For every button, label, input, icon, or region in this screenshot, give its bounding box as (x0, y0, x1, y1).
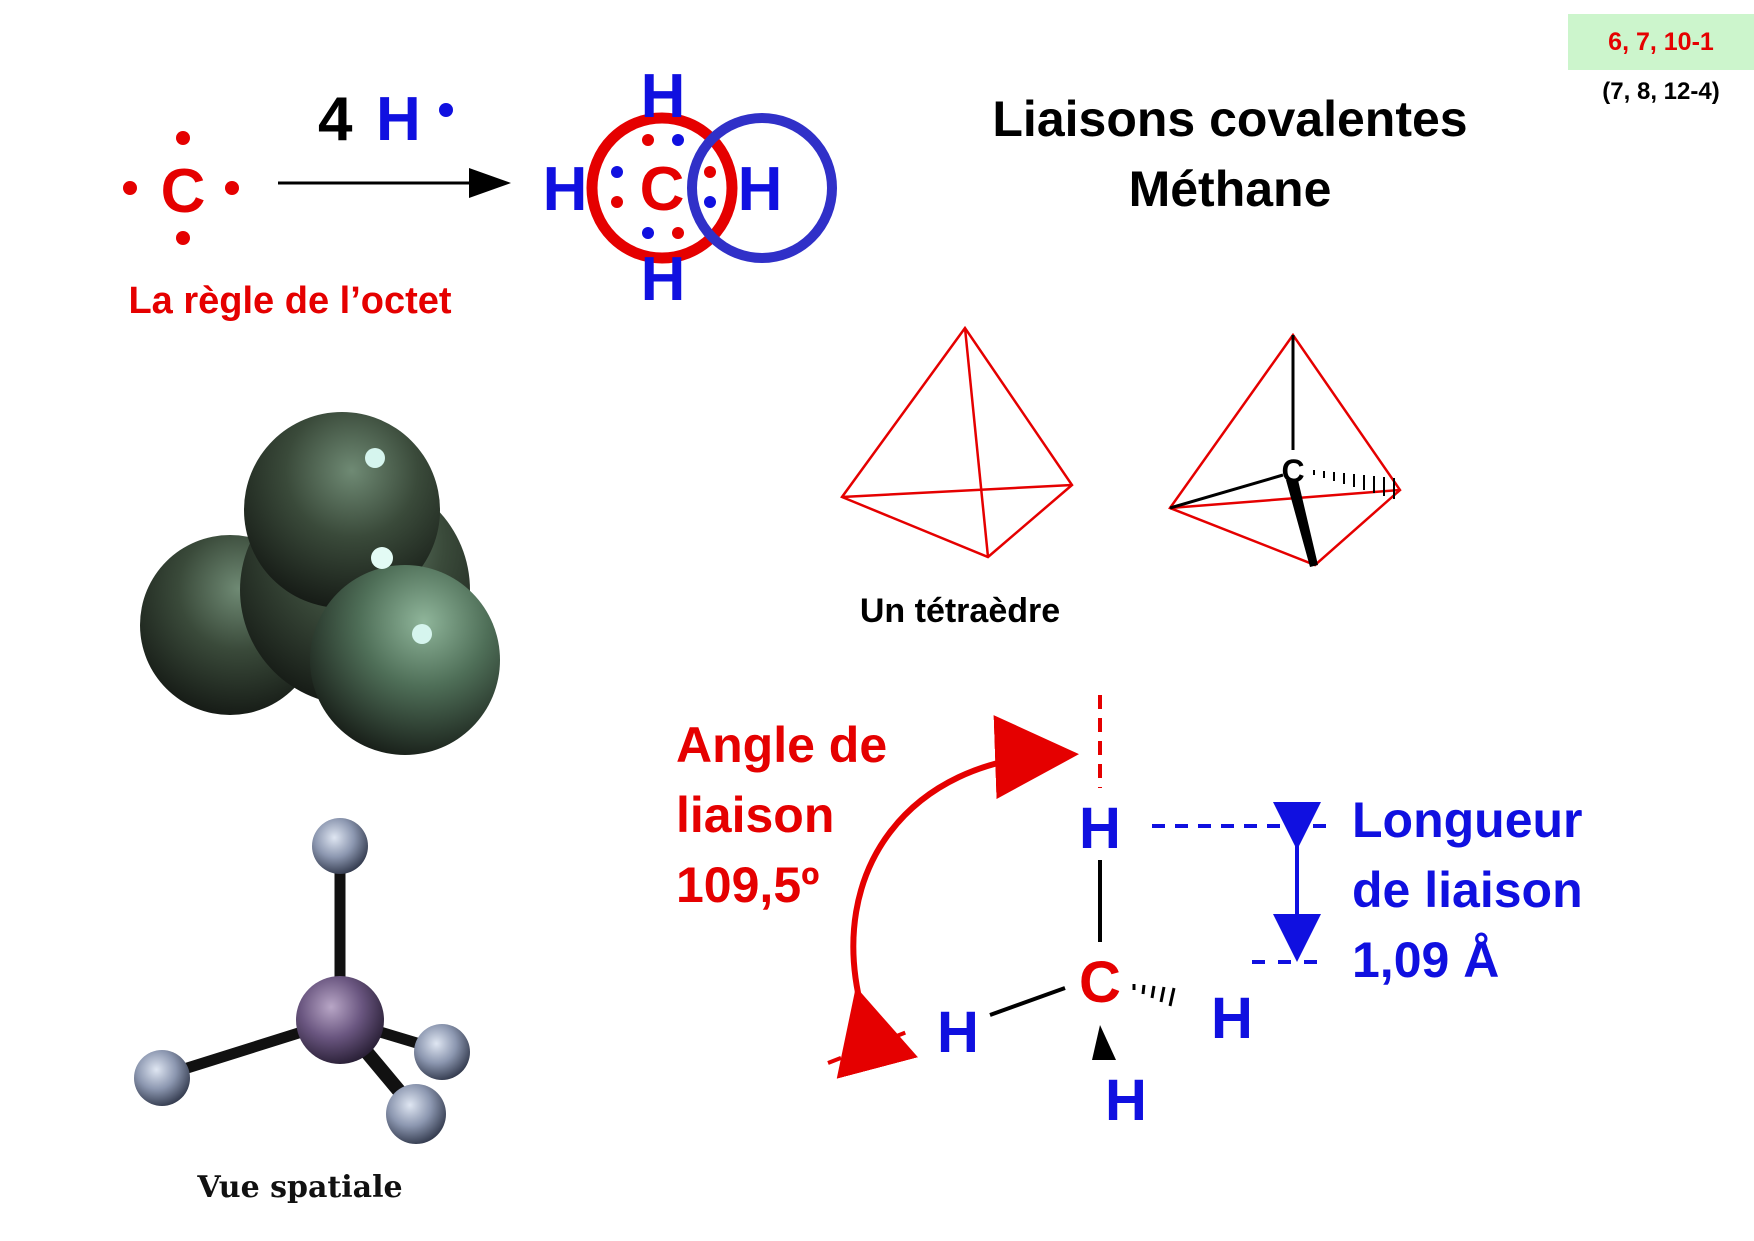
electron-dot (439, 103, 453, 117)
carbon-symbol: C (161, 157, 206, 226)
electron-dot (704, 166, 716, 178)
tetrahedron-caption: Un tétraèdre (859, 592, 1061, 630)
bond-length-line-1: Longueur (1352, 792, 1583, 848)
geometry-hydrogen-top: H (1079, 796, 1121, 861)
hydrogen-ball (386, 1084, 446, 1144)
reagent-count: 4 (318, 85, 353, 154)
electron-dot (176, 131, 190, 145)
bond-hash (1132, 984, 1176, 1007)
bond-extension-left (827, 1028, 913, 1065)
space-filling-model (140, 412, 500, 755)
bond-angle-value: 109,5º (676, 857, 820, 913)
geometry-carbon: C (1079, 950, 1121, 1015)
reference-primary: 6, 7, 10-1 (1608, 27, 1714, 56)
tetrahedron-carbon: C (1168, 332, 1402, 567)
title-line-2: Méthane (1128, 161, 1332, 217)
hydrogen-left: H (543, 155, 588, 224)
reference-box: 6, 7, 10-1 (1568, 14, 1754, 70)
hydrogen-ball (134, 1050, 190, 1106)
electron-dot (672, 134, 684, 146)
ball-and-stick-model (134, 818, 470, 1144)
highlight-icon (371, 547, 393, 569)
electron-dot (672, 227, 684, 239)
electron-dot (225, 181, 239, 195)
page-title: Liaisons covalentes Méthane (880, 84, 1580, 224)
tetrahedron-empty (840, 325, 1074, 559)
electron-dot (704, 196, 716, 208)
carbon-ball (296, 976, 384, 1064)
center-carbon: C (640, 155, 685, 224)
electron-dot (611, 166, 623, 178)
highlight-icon (365, 448, 385, 468)
electron-dot (642, 134, 654, 146)
bond-angle-label: Angle de liaison 109,5º (676, 710, 996, 920)
bond-length-value: 1,09 Å (1352, 932, 1500, 988)
title-line-1: Liaisons covalentes (992, 91, 1468, 147)
lewis-reaction-diagram: C 4 H C H H H H (123, 62, 837, 314)
bond-wedge (1092, 1025, 1116, 1060)
geometry-hydrogen-bottom: H (1105, 1068, 1147, 1133)
hydrogen-bottom: H (641, 245, 686, 314)
bond-length-label: Longueur de liaison 1,09 Å (1352, 785, 1672, 995)
hydrogen-ball (312, 818, 368, 874)
reference-secondary: (7, 8, 12-4) (1602, 78, 1720, 105)
bond-length-line-2: de liaison (1352, 862, 1583, 918)
hydrogen-right: H (738, 155, 783, 224)
methane-lewis-structure: C H H H H (543, 62, 837, 314)
hydrogen-duet-ring (687, 113, 837, 263)
reagent-hydrogen: H (376, 85, 421, 154)
methane-geometry-diagram: H C H H H (827, 695, 1330, 1133)
bond-c-h-left (989, 986, 1066, 1017)
electron-dot (176, 231, 190, 245)
geometry-hydrogen-left: H (937, 1000, 979, 1065)
hydrogen-sphere (310, 565, 500, 755)
electron-dot (123, 181, 137, 195)
tetrahedron-center-carbon: C (1281, 453, 1304, 489)
spatial-view-caption: Vue spatiale (197, 1170, 403, 1205)
highlight-icon (412, 624, 432, 644)
hydrogen-top: H (641, 62, 686, 131)
electron-dot (642, 227, 654, 239)
hydrogen-ball (414, 1024, 470, 1080)
carbon-octet-ring (586, 112, 738, 264)
octet-rule-caption: La règle de l’octet (128, 280, 452, 322)
electron-dot (611, 196, 623, 208)
geometry-hydrogen-right: H (1211, 986, 1253, 1051)
tetrahedron-diagrams: C (840, 325, 1402, 567)
bond-angle-arrow (836, 715, 1079, 1079)
bond-angle-line-2: liaison (676, 787, 835, 843)
lewis-carbon: C (123, 131, 239, 245)
